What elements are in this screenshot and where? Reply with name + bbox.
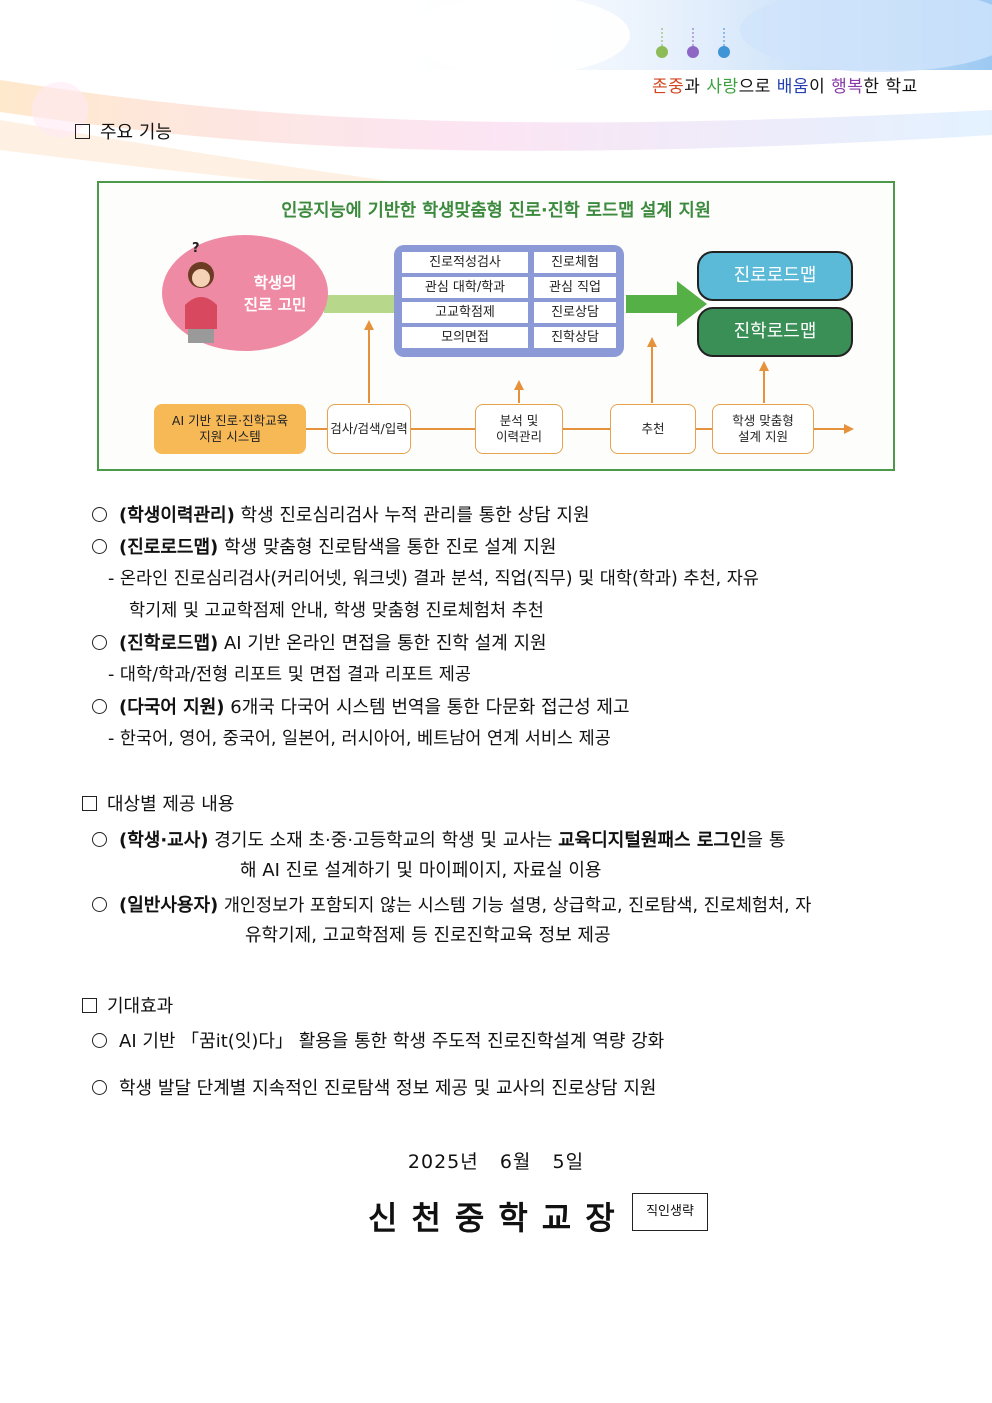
- checkbox-square-icon: [75, 124, 90, 139]
- slogan-part: 배움: [776, 77, 810, 97]
- section-heading-features: 주요 기능: [75, 118, 172, 144]
- document-date: 2025년 6월 5일: [407, 1151, 585, 1173]
- slogan-part: 행복: [831, 77, 864, 97]
- feature-subitem: 학기제 및 고교학점제 안내, 학생 맞춤형 진로체험처 추천: [129, 601, 544, 621]
- slogan-part: 한 학교: [863, 77, 918, 97]
- target-item: (일반사용자) 개인정보가 포함되지 않는 시스템 기능 설명, 상급학교, 진…: [92, 891, 811, 917]
- effect-item: 학생 발달 단계별 지속적인 진로탐색 정보 제공 및 교사의 진로상담 지원: [92, 1074, 656, 1100]
- target-continuation: 유학기제, 고교학점제 등 진로진학교육 정보 제공: [245, 925, 611, 946]
- bullet-circle-icon: [92, 635, 107, 650]
- bullet-circle-icon: [92, 507, 107, 522]
- roadmap-diagram: 인공지능에 기반한 학생맞춤형 진로·진학 로드맵 설계 지원 ? 학생의 진로…: [97, 181, 895, 471]
- school-slogan: 존중과 사랑으로 배움이 행복한 학교: [652, 72, 918, 97]
- ai-system-line: 지원 시스템: [199, 429, 261, 444]
- slogan-dots-decoration: [656, 28, 730, 58]
- grid-cell: 진로체험: [534, 252, 616, 273]
- flow-analysis-line: 이력관리: [495, 429, 542, 444]
- diagram-arrows: [306, 281, 854, 434]
- effect-text: AI 기반 「꿈it(잇)다」 활용을 통한 학생 주도적 진로진학설계 역량 …: [119, 1031, 665, 1052]
- principal-signature: 신천중학교장: [368, 1199, 629, 1237]
- feature-label: (진로로드맵): [119, 537, 219, 558]
- target-item: (학생·교사) 경기도 소재 초·중·고등학교의 학생 및 교사는 교육디지털원…: [92, 826, 785, 852]
- feature-label: (다국어 지원): [119, 697, 225, 718]
- question-mark: ?: [192, 241, 200, 256]
- career-roadmap-pill: 진로로드맵: [697, 251, 853, 301]
- flow-analysis-line: 분석 및: [499, 413, 539, 428]
- checkbox-square-icon: [82, 796, 97, 811]
- student-worry-line: 학생의: [253, 274, 297, 292]
- target-text: 을 통: [746, 830, 786, 851]
- bullet-circle-icon: [92, 1033, 107, 1048]
- grid-cell: 관심 대학/학과: [402, 277, 528, 298]
- section-heading-targets: 대상별 제공 내용: [82, 790, 234, 816]
- flow-search-box: 검사/검색/입력: [327, 404, 411, 454]
- slogan-part: 존중: [652, 77, 685, 97]
- effect-item: AI 기반 「꿈it(잇)다」 활용을 통한 학생 주도적 진로진학설계 역량 …: [92, 1027, 664, 1053]
- grid-cell: 모의면접: [402, 327, 528, 348]
- feature-text: 학생 진로심리검사 누적 관리를 통한 상담 지원: [234, 505, 590, 526]
- header-background-decoration: [0, 0, 992, 200]
- target-continuation: 해 AI 진로 설계하기 및 마이페이지, 자료실 이용: [240, 860, 602, 881]
- feature-subitem: - 온라인 진로심리검사(커리어넷, 워크넷) 결과 분석, 직업(직무) 및 …: [108, 569, 759, 589]
- feature-item: (진로로드맵) 학생 맞춤형 진로탐색을 통한 진로 설계 지원: [92, 533, 556, 559]
- feature-item: (진학로드맵) AI 기반 온라인 면접을 통한 진학 설계 지원: [92, 629, 547, 655]
- grid-cell: 진로적성검사: [402, 252, 528, 273]
- grid-cell: 관심 직업: [534, 277, 616, 298]
- feature-text: 6개국 다국어 시스템 번역을 통한 다문화 접근성 제고: [224, 697, 630, 718]
- diagram-title: 인공지능에 기반한 학생맞춤형 진로·진학 로드맵 설계 지원: [281, 201, 711, 221]
- feature-text: 학생 맞춤형 진로탐색을 통한 진로 설계 지원: [218, 537, 557, 558]
- feature-label: (진학로드맵): [119, 633, 219, 654]
- bullet-circle-icon: [92, 832, 107, 847]
- student-worry-label: 학생의 진로 고민: [232, 272, 318, 316]
- student-worry-line: 진로 고민: [243, 296, 307, 314]
- activity-grid: 진로적성검사 진로체험 관심 대학/학과 관심 직업 고교학점제 진로상담 모의…: [394, 245, 624, 357]
- flow-support-line: 설계 지원: [738, 429, 788, 444]
- feature-label: (학생이력관리): [119, 505, 235, 526]
- feature-subitem: - 대학/학과/전형 리포트 및 면접 결과 리포트 제공: [108, 665, 471, 685]
- section-heading-effects: 기대효과: [82, 992, 173, 1018]
- bullet-circle-icon: [92, 897, 107, 912]
- feature-item: (학생이력관리) 학생 진로심리검사 누적 관리를 통한 상담 지원: [92, 501, 590, 527]
- flow-recommend-box: 추천: [610, 404, 696, 454]
- section-title: 주요 기능: [100, 122, 172, 143]
- bullet-circle-icon: [92, 539, 107, 554]
- feature-text: AI 기반 온라인 면접을 통한 진학 설계 지원: [218, 633, 547, 654]
- feature-subitem: - 한국어, 영어, 중국어, 일본어, 러시아어, 베트남어 연계 서비스 제…: [108, 729, 611, 749]
- target-text: 개인정보가 포함되지 않는 시스템 기능 설명, 상급학교, 진로탐색, 진로체…: [218, 896, 812, 916]
- target-text: 경기도 소재 초·중·고등학교의 학생 및 교사는: [208, 830, 559, 851]
- slogan-part: 과: [684, 77, 707, 97]
- seal-omitted-box: 직인생략: [632, 1193, 708, 1231]
- flow-support-line: 학생 맞춤형: [732, 413, 794, 428]
- bullet-circle-icon: [92, 1080, 107, 1095]
- target-label: (학생·교사): [119, 830, 209, 851]
- ai-system-line: AI 기반 진로·진학교육: [171, 413, 289, 428]
- grid-cell: 고교학점제: [402, 302, 528, 323]
- slogan-part: 으로: [738, 77, 777, 97]
- target-bold-text: 교육디지털원패스 로그인: [558, 830, 747, 851]
- admission-roadmap-pill: 진학로드맵: [697, 307, 853, 357]
- checkbox-square-icon: [82, 998, 97, 1013]
- slogan-part: 이: [809, 77, 832, 97]
- section-title: 대상별 제공 내용: [107, 794, 235, 815]
- slogan-part: 사랑: [706, 77, 739, 97]
- bullet-circle-icon: [92, 699, 107, 714]
- effect-text: 학생 발달 단계별 지속적인 진로탐색 정보 제공 및 교사의 진로상담 지원: [119, 1078, 657, 1099]
- target-label: (일반사용자): [119, 895, 219, 916]
- section-title: 기대효과: [107, 996, 174, 1017]
- feature-item: (다국어 지원) 6개국 다국어 시스템 번역을 통한 다문화 접근성 제고: [92, 693, 630, 719]
- student-worry-circle: ? 학생의 진로 고민: [162, 235, 328, 351]
- student-figure-icon: [185, 262, 217, 343]
- grid-cell: 진로상담: [534, 302, 616, 323]
- grid-cell: 진학상담: [534, 327, 616, 348]
